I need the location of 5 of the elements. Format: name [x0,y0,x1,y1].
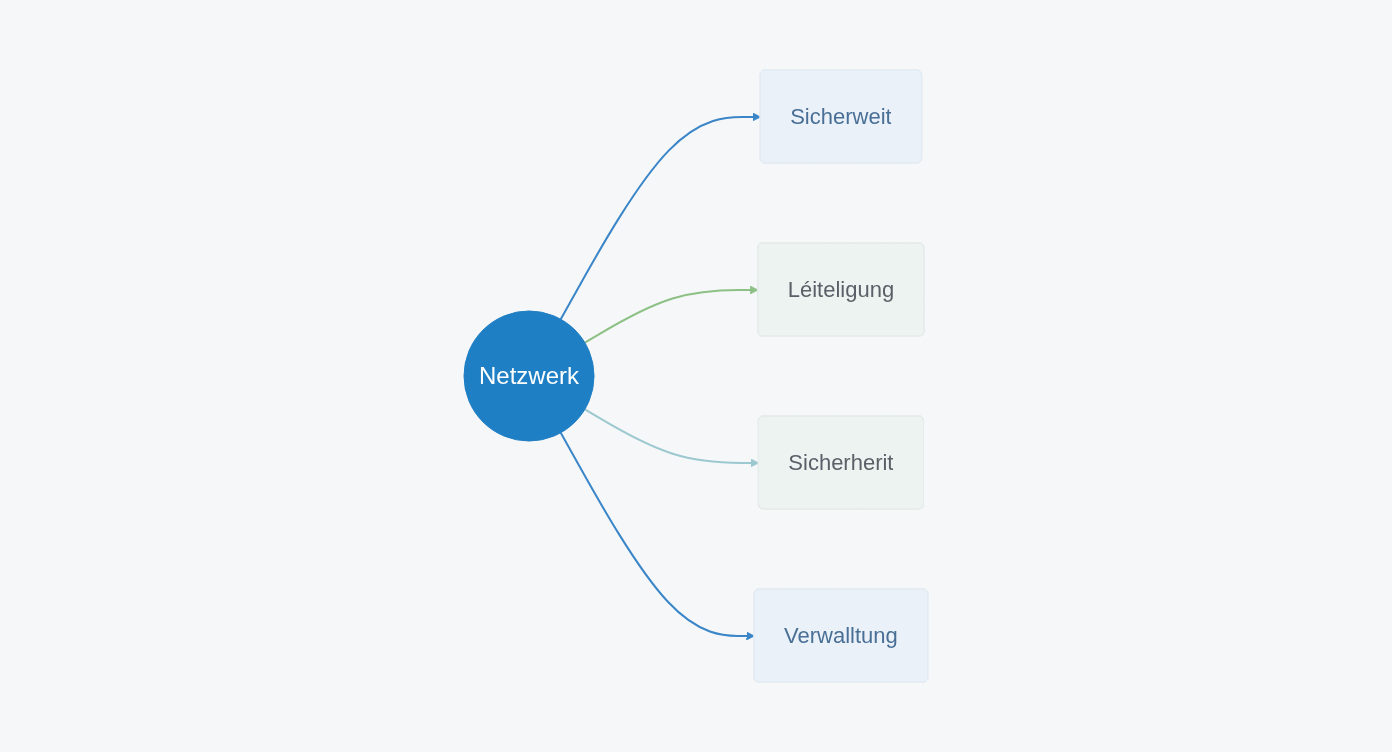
arrow [583,408,760,468]
arrow [583,285,759,344]
arrow [559,112,762,321]
node-circle: Netzwerk [463,310,595,442]
arrow [559,431,756,641]
